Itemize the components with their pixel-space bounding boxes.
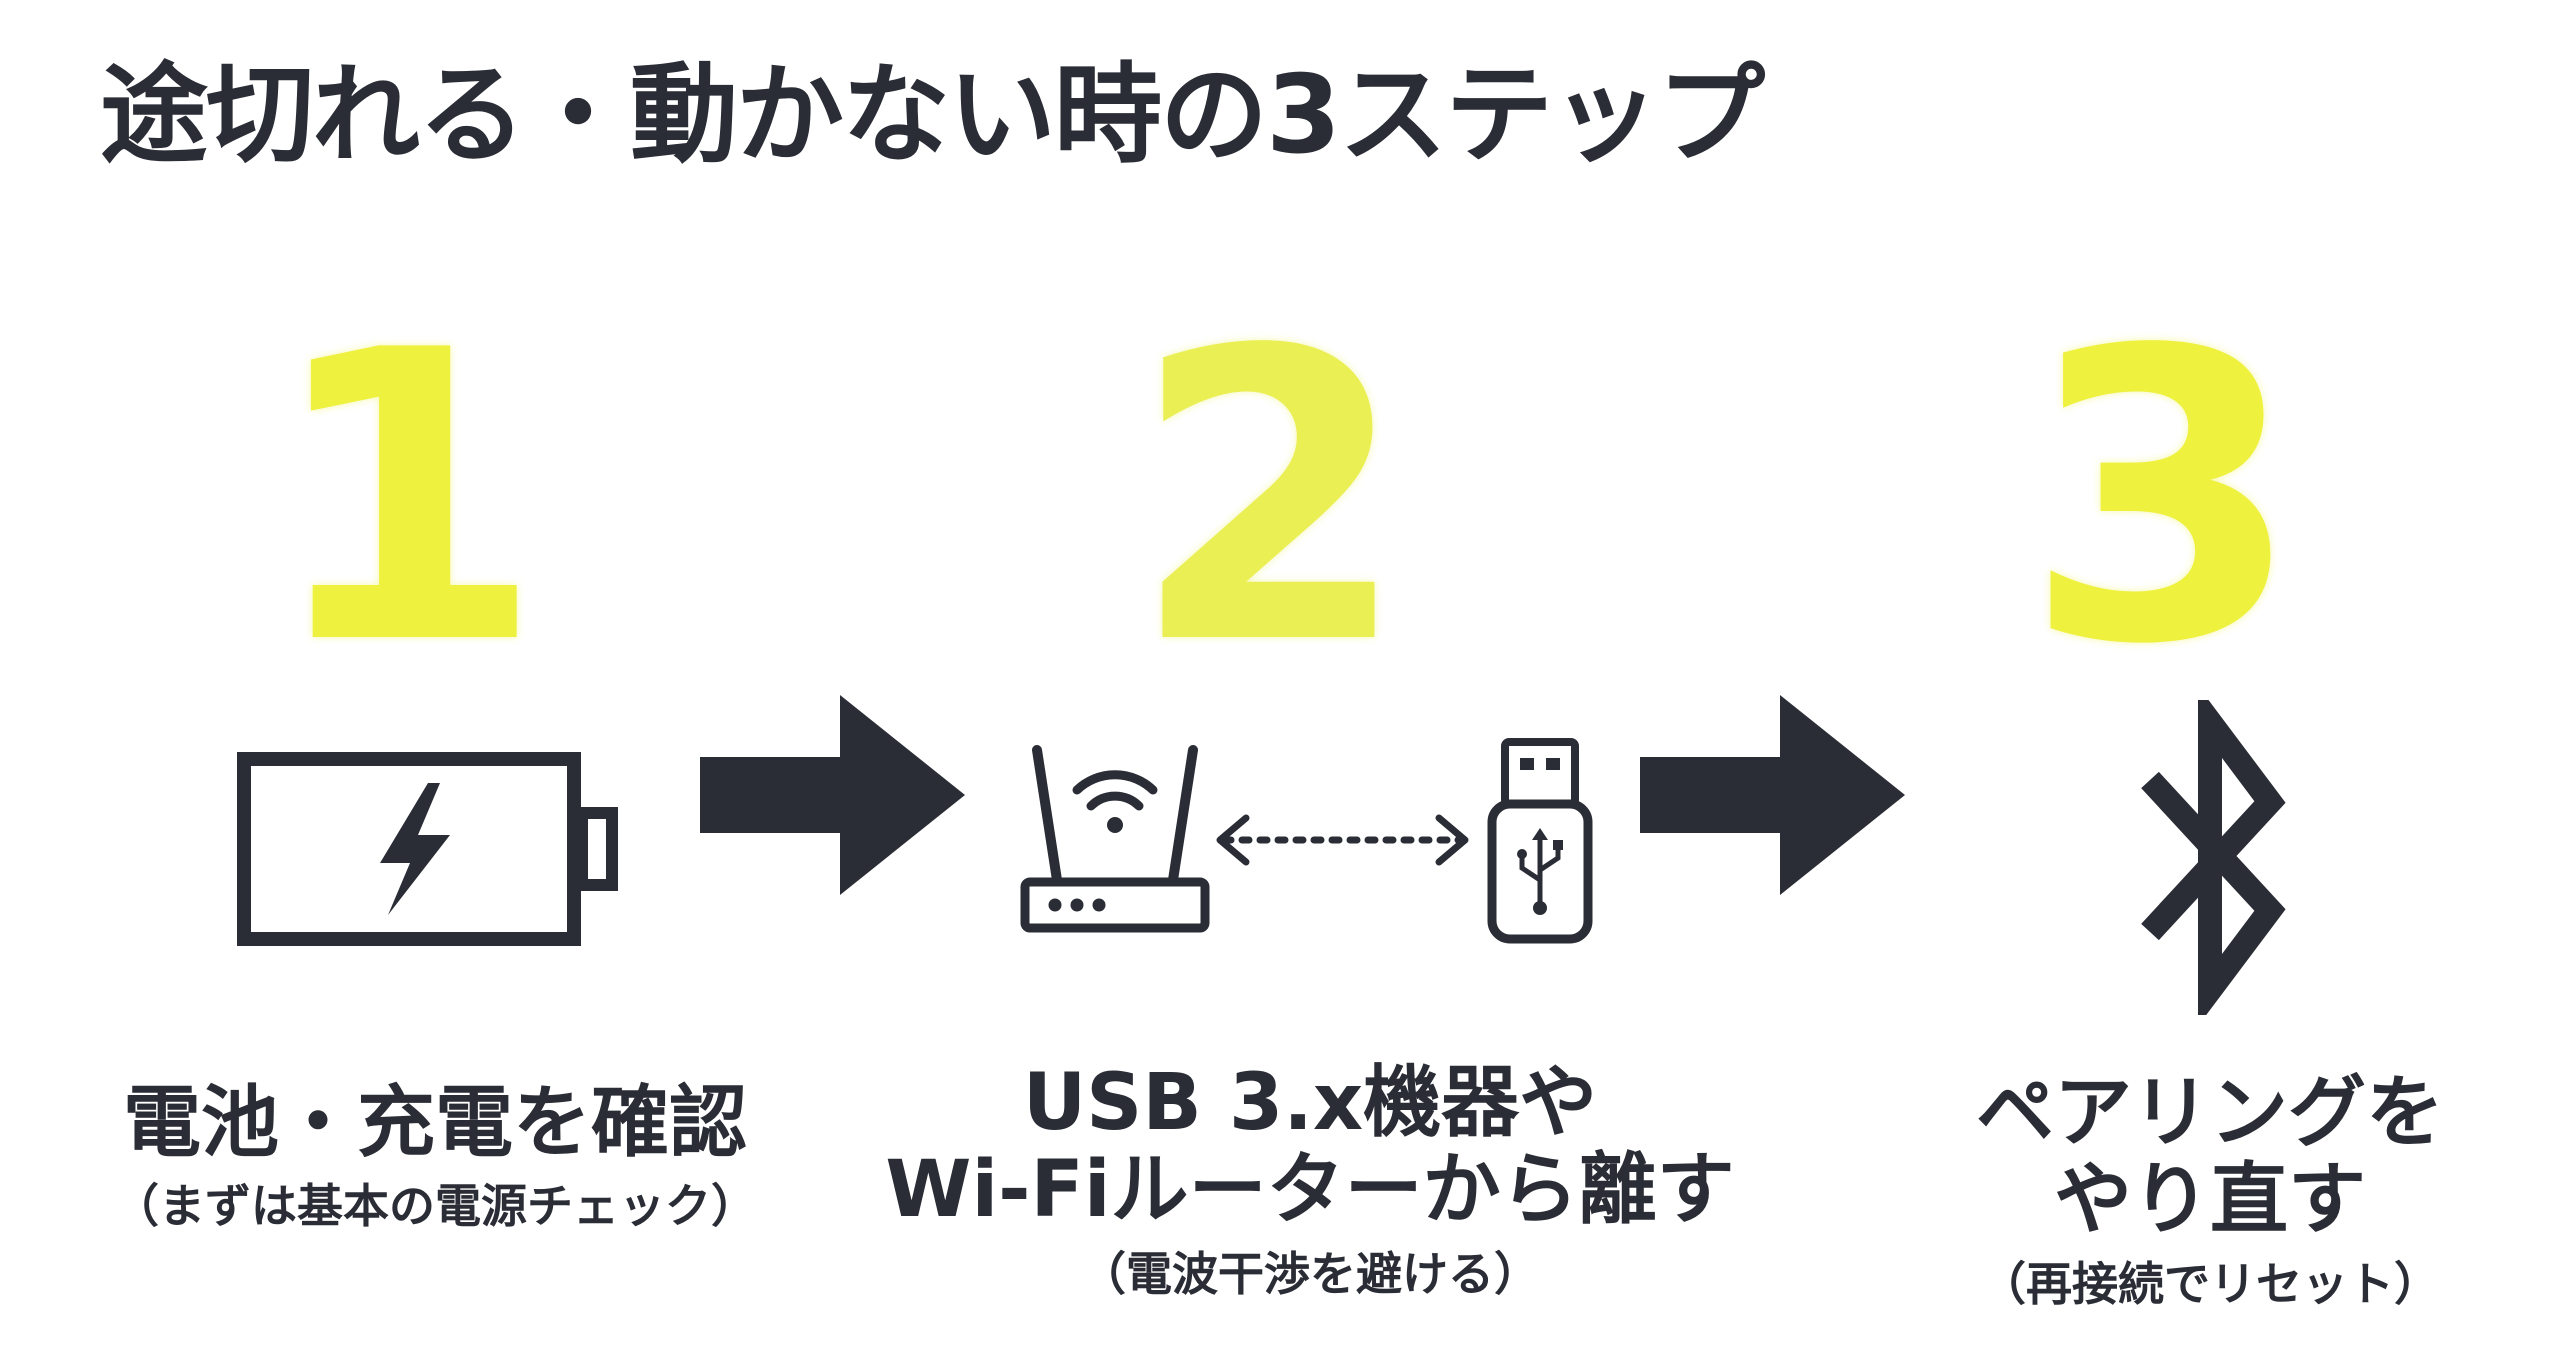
step-2-title-line-2: Wi-Fiルーターから離す bbox=[885, 1145, 1735, 1236]
step-3-title-line-1: ペアリングを bbox=[1975, 1068, 2444, 1158]
step-2-label: USB 3.x機器や Wi-Fiルーターから離す （電波干渉を避ける） bbox=[850, 1058, 1770, 1301]
battery-charging-icon bbox=[237, 752, 618, 946]
step-1-subtitle: （まずは基本の電源チェック） bbox=[113, 1179, 757, 1234]
usb-drive-icon bbox=[1487, 738, 1593, 944]
distance-double-arrow-icon bbox=[1216, 814, 1469, 866]
step-1-number: 1 bbox=[265, 267, 545, 732]
arrow-right-icon bbox=[700, 695, 965, 895]
bluetooth-icon bbox=[2141, 700, 2286, 1015]
step-3-title-line-2: やり直す bbox=[2053, 1155, 2366, 1246]
step-1-label: 電池・充電を確認 （まずは基本の電源チェック） bbox=[75, 1078, 795, 1234]
wifi-router-icon bbox=[1020, 745, 1210, 933]
arrow-right-icon bbox=[1640, 695, 1905, 895]
step-2-title-line-1: USB 3.x機器や bbox=[1022, 1058, 1598, 1148]
page-title: 途切れる・動かない時の3ステップ bbox=[100, 53, 1765, 178]
step-3-subtitle: （再接続でリセット） bbox=[1980, 1256, 2440, 1311]
step-3-number: 3 bbox=[2023, 267, 2303, 732]
step-3-label: ペアリングを やり直す （再接続でリセット） bbox=[1920, 1068, 2500, 1311]
step-2-number: 2 bbox=[1130, 267, 1410, 732]
step-2-subtitle: （電波干渉を避ける） bbox=[1080, 1246, 1540, 1301]
step-1-title: 電池・充電を確認 bbox=[122, 1078, 747, 1168]
